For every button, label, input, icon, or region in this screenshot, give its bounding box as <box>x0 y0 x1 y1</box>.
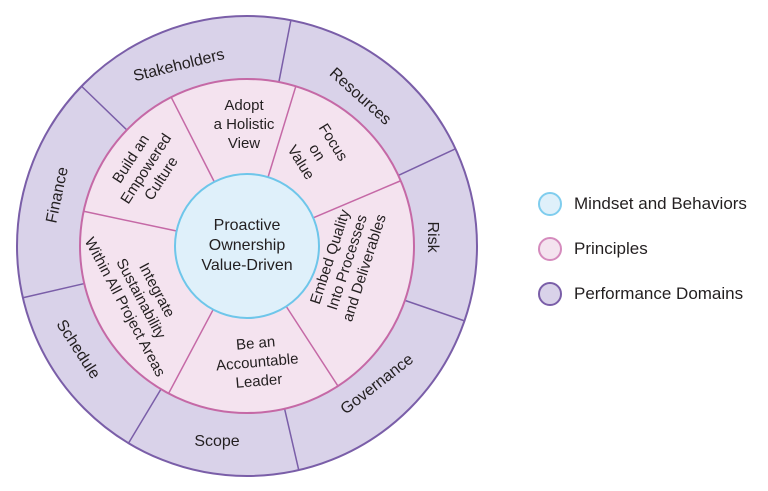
legend-label: Mindset and Behaviors <box>574 193 747 213</box>
principle-divider <box>285 305 339 387</box>
mindset-circle <box>174 173 320 319</box>
principle-divider <box>267 86 297 178</box>
domain-divider <box>404 299 465 322</box>
domain-divider <box>81 85 128 131</box>
svg-text:Leader: Leader <box>235 371 283 392</box>
svg-text:on: on <box>305 141 328 164</box>
principle-divider <box>312 180 402 219</box>
svg-text:Proactive: Proactive <box>214 217 281 234</box>
principle-divider <box>83 210 177 232</box>
legend-label: Performance Domains <box>574 283 744 303</box>
center-mindset: Proactive Ownership Value-Driven <box>201 217 292 274</box>
svg-text:View: View <box>228 135 260 152</box>
domain-risk: Risk <box>424 221 441 253</box>
svg-text:Value-Driven: Value-Driven <box>201 257 292 274</box>
legend-label: Principles <box>574 238 648 258</box>
domain-divider <box>127 388 162 444</box>
principle-divider <box>167 309 214 394</box>
svg-text:Adopt: Adopt <box>224 97 264 114</box>
legend: Mindset and Behaviors Principles Perform… <box>538 191 747 327</box>
svg-text:Be an: Be an <box>235 333 276 353</box>
domain-scope: Scope <box>194 433 239 450</box>
svg-text:a Holistic: a Holistic <box>214 116 275 133</box>
domain-divider <box>22 282 85 299</box>
principle-divider <box>170 96 215 183</box>
svg-text:Ownership: Ownership <box>209 237 286 254</box>
legend-item-mindset: Mindset and Behaviors <box>538 191 747 216</box>
principle-adopt-holistic-view: Adopt a Holistic View <box>214 97 275 152</box>
domain-divider <box>278 20 292 83</box>
legend-item-principles: Principles <box>538 236 747 261</box>
legend-item-domains: Performance Domains <box>538 281 747 306</box>
domain-divider <box>283 408 300 471</box>
legend-swatch-mindset <box>538 191 562 216</box>
legend-swatch-principles <box>538 236 562 261</box>
legend-swatch-domains <box>538 281 562 306</box>
domain-divider <box>398 148 456 177</box>
